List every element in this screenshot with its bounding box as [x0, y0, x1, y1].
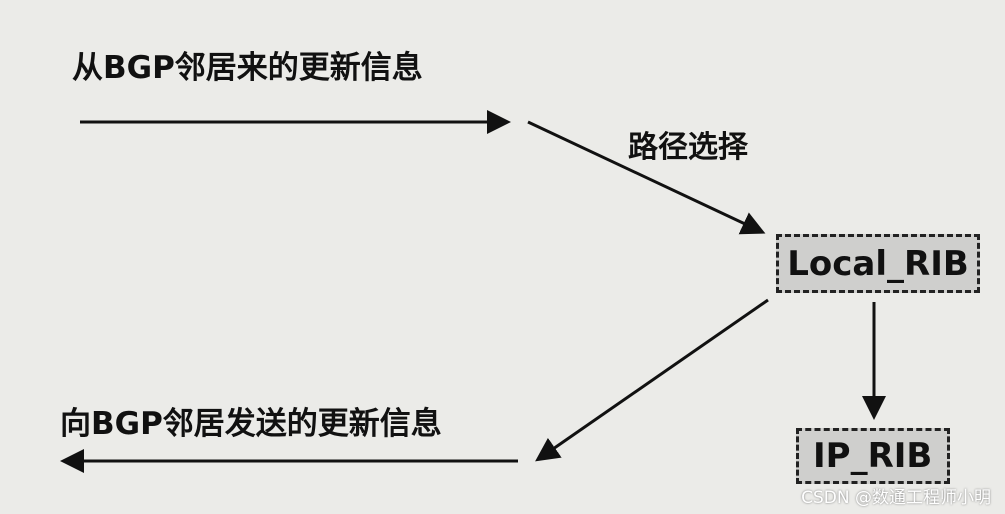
watermark: CSDN @数通工程师小明 — [801, 488, 991, 508]
incoming-updates-label: 从BGP邻居来的更新信息 — [72, 50, 423, 86]
local-rib-box: Local_RIB — [776, 234, 980, 293]
outgoing-updates-label: 向BGP邻居发送的更新信息 — [60, 406, 442, 442]
ip-rib-box: IP_RIB — [796, 428, 950, 484]
local-to-outgoing-arrow — [535, 298, 769, 462]
path-selection-label: 路径选择 — [628, 130, 748, 165]
path-selection-arrow — [527, 120, 766, 235]
